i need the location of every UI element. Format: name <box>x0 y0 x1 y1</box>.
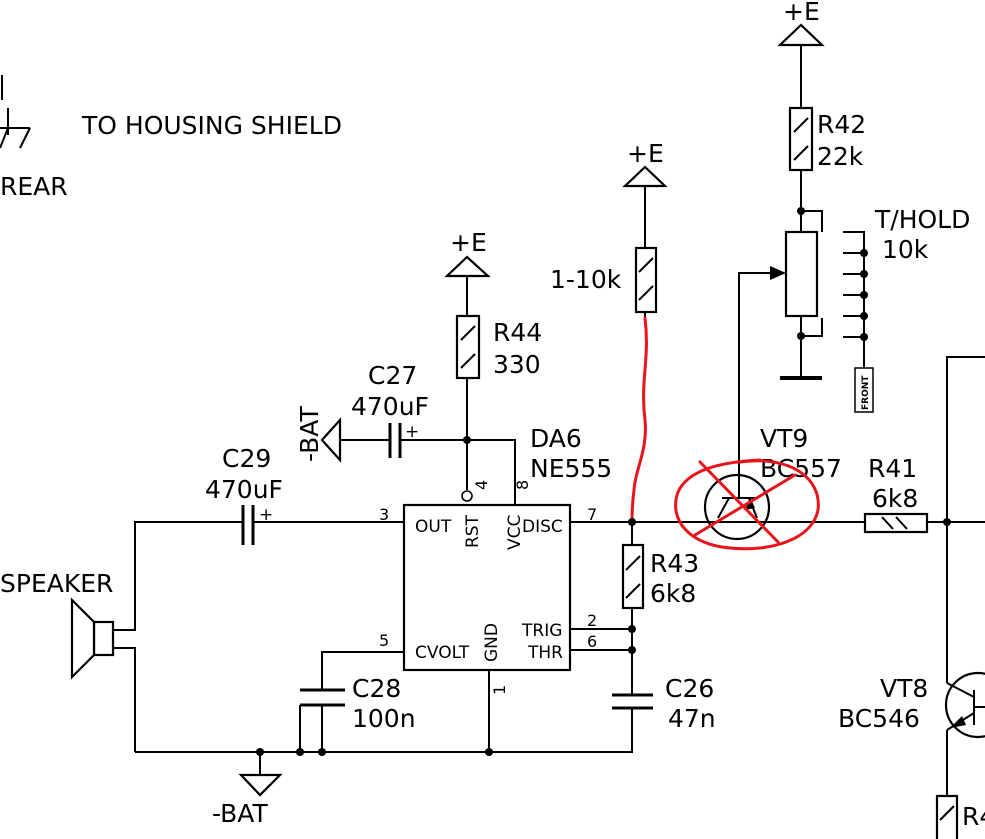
c28-value: 100n <box>352 704 416 733</box>
c29-value: 470uF <box>205 475 283 504</box>
pin-6-number: 6 <box>587 632 597 651</box>
supply-e-symbol <box>444 255 491 278</box>
supply-e-symbol <box>777 23 825 47</box>
pin-out-label: OUT <box>415 517 452 537</box>
pin-5-number: 5 <box>379 631 389 650</box>
c27-value: 470uF <box>351 392 429 421</box>
c26-value: 47n <box>668 704 716 733</box>
resistor-r43 <box>621 543 645 610</box>
red-cross-annotation <box>674 458 820 551</box>
neg-bat-ground-symbol <box>238 773 283 797</box>
pin-thr-label: THR <box>527 643 563 663</box>
speaker-label: SPEAKER <box>0 569 113 598</box>
resistor-1-10k <box>634 246 658 314</box>
vt9-ref: VT9 <box>760 424 808 453</box>
neg-bat-label: -BAT <box>295 406 324 462</box>
supply-e-label: +E <box>627 139 664 168</box>
capacitor-c29 <box>241 505 255 545</box>
pin-cvolt-label: CVOLT <box>415 643 470 663</box>
neg-bat-label: -BAT <box>212 799 268 828</box>
pin-trig-label: TRIG <box>521 621 562 641</box>
pin-rst-label: RST <box>463 514 483 548</box>
r43-ref: R43 <box>650 549 699 578</box>
capacitor-c27 <box>388 423 402 458</box>
ne555-ic <box>402 503 572 672</box>
r-trim-value: 1-10k <box>550 265 622 294</box>
pin-1-number: 1 <box>490 685 509 695</box>
resistor-r42 <box>788 106 814 172</box>
supply-e-symbol <box>622 165 668 188</box>
capacitor-c26 <box>612 693 653 710</box>
pin-vcc-label: VCC <box>505 515 525 550</box>
c27-ref: C27 <box>368 361 417 390</box>
speaker-symbol <box>70 597 115 680</box>
pin-gnd-label: GND <box>482 623 502 662</box>
r43-value: 6k8 <box>650 579 696 608</box>
pin-7-number: 7 <box>587 505 597 524</box>
chassis-ground-symbol <box>0 75 31 149</box>
c29-plus: + <box>259 505 273 525</box>
pin-disc-label: DISC <box>522 517 563 537</box>
r42-ref: R42 <box>817 110 866 139</box>
r44-ref: R44 <box>493 318 542 347</box>
vt9-value: BC557 <box>760 454 842 483</box>
r41-ref: R41 <box>868 454 917 483</box>
supply-e-label: +E <box>783 0 820 26</box>
thold-value: 10k <box>882 235 929 264</box>
housing-shield-label: TO HOUSING SHIELD <box>81 111 342 140</box>
vt8-ref: VT8 <box>880 674 928 703</box>
switch-contacts <box>843 231 874 413</box>
r4x-ref: R4 <box>962 802 985 831</box>
c26-ref: C26 <box>665 674 714 703</box>
c27-plus: + <box>405 422 419 442</box>
resistor-r4x <box>935 794 959 839</box>
pin-3-number: 3 <box>379 505 389 524</box>
transistor-vt8 <box>944 671 985 739</box>
r41-value: 6k8 <box>872 484 918 513</box>
c29-ref: C29 <box>222 444 271 473</box>
supply-e-label: +E <box>450 228 487 257</box>
pin-8-number: 8 <box>513 480 532 490</box>
thold-ref: T/HOLD <box>874 205 970 234</box>
ic-ref: DA6 <box>530 424 582 453</box>
r42-value: 22k <box>817 142 864 171</box>
capacitor-c28 <box>300 688 345 707</box>
pin-4-number: 4 <box>472 480 491 490</box>
resistor-r41 <box>863 512 929 534</box>
ic-value: NE555 <box>530 454 612 483</box>
neg-bat-symbol <box>320 417 342 463</box>
vt8-value: BC546 <box>838 704 920 733</box>
pin-2-number: 2 <box>587 611 597 630</box>
rear-label: REAR <box>0 172 68 201</box>
r44-value: 330 <box>493 350 541 379</box>
red-wire-annotation <box>630 316 648 524</box>
front-label: FRONT <box>861 375 871 410</box>
c28-ref: C28 <box>352 674 401 703</box>
resistor-r44 <box>455 314 481 380</box>
